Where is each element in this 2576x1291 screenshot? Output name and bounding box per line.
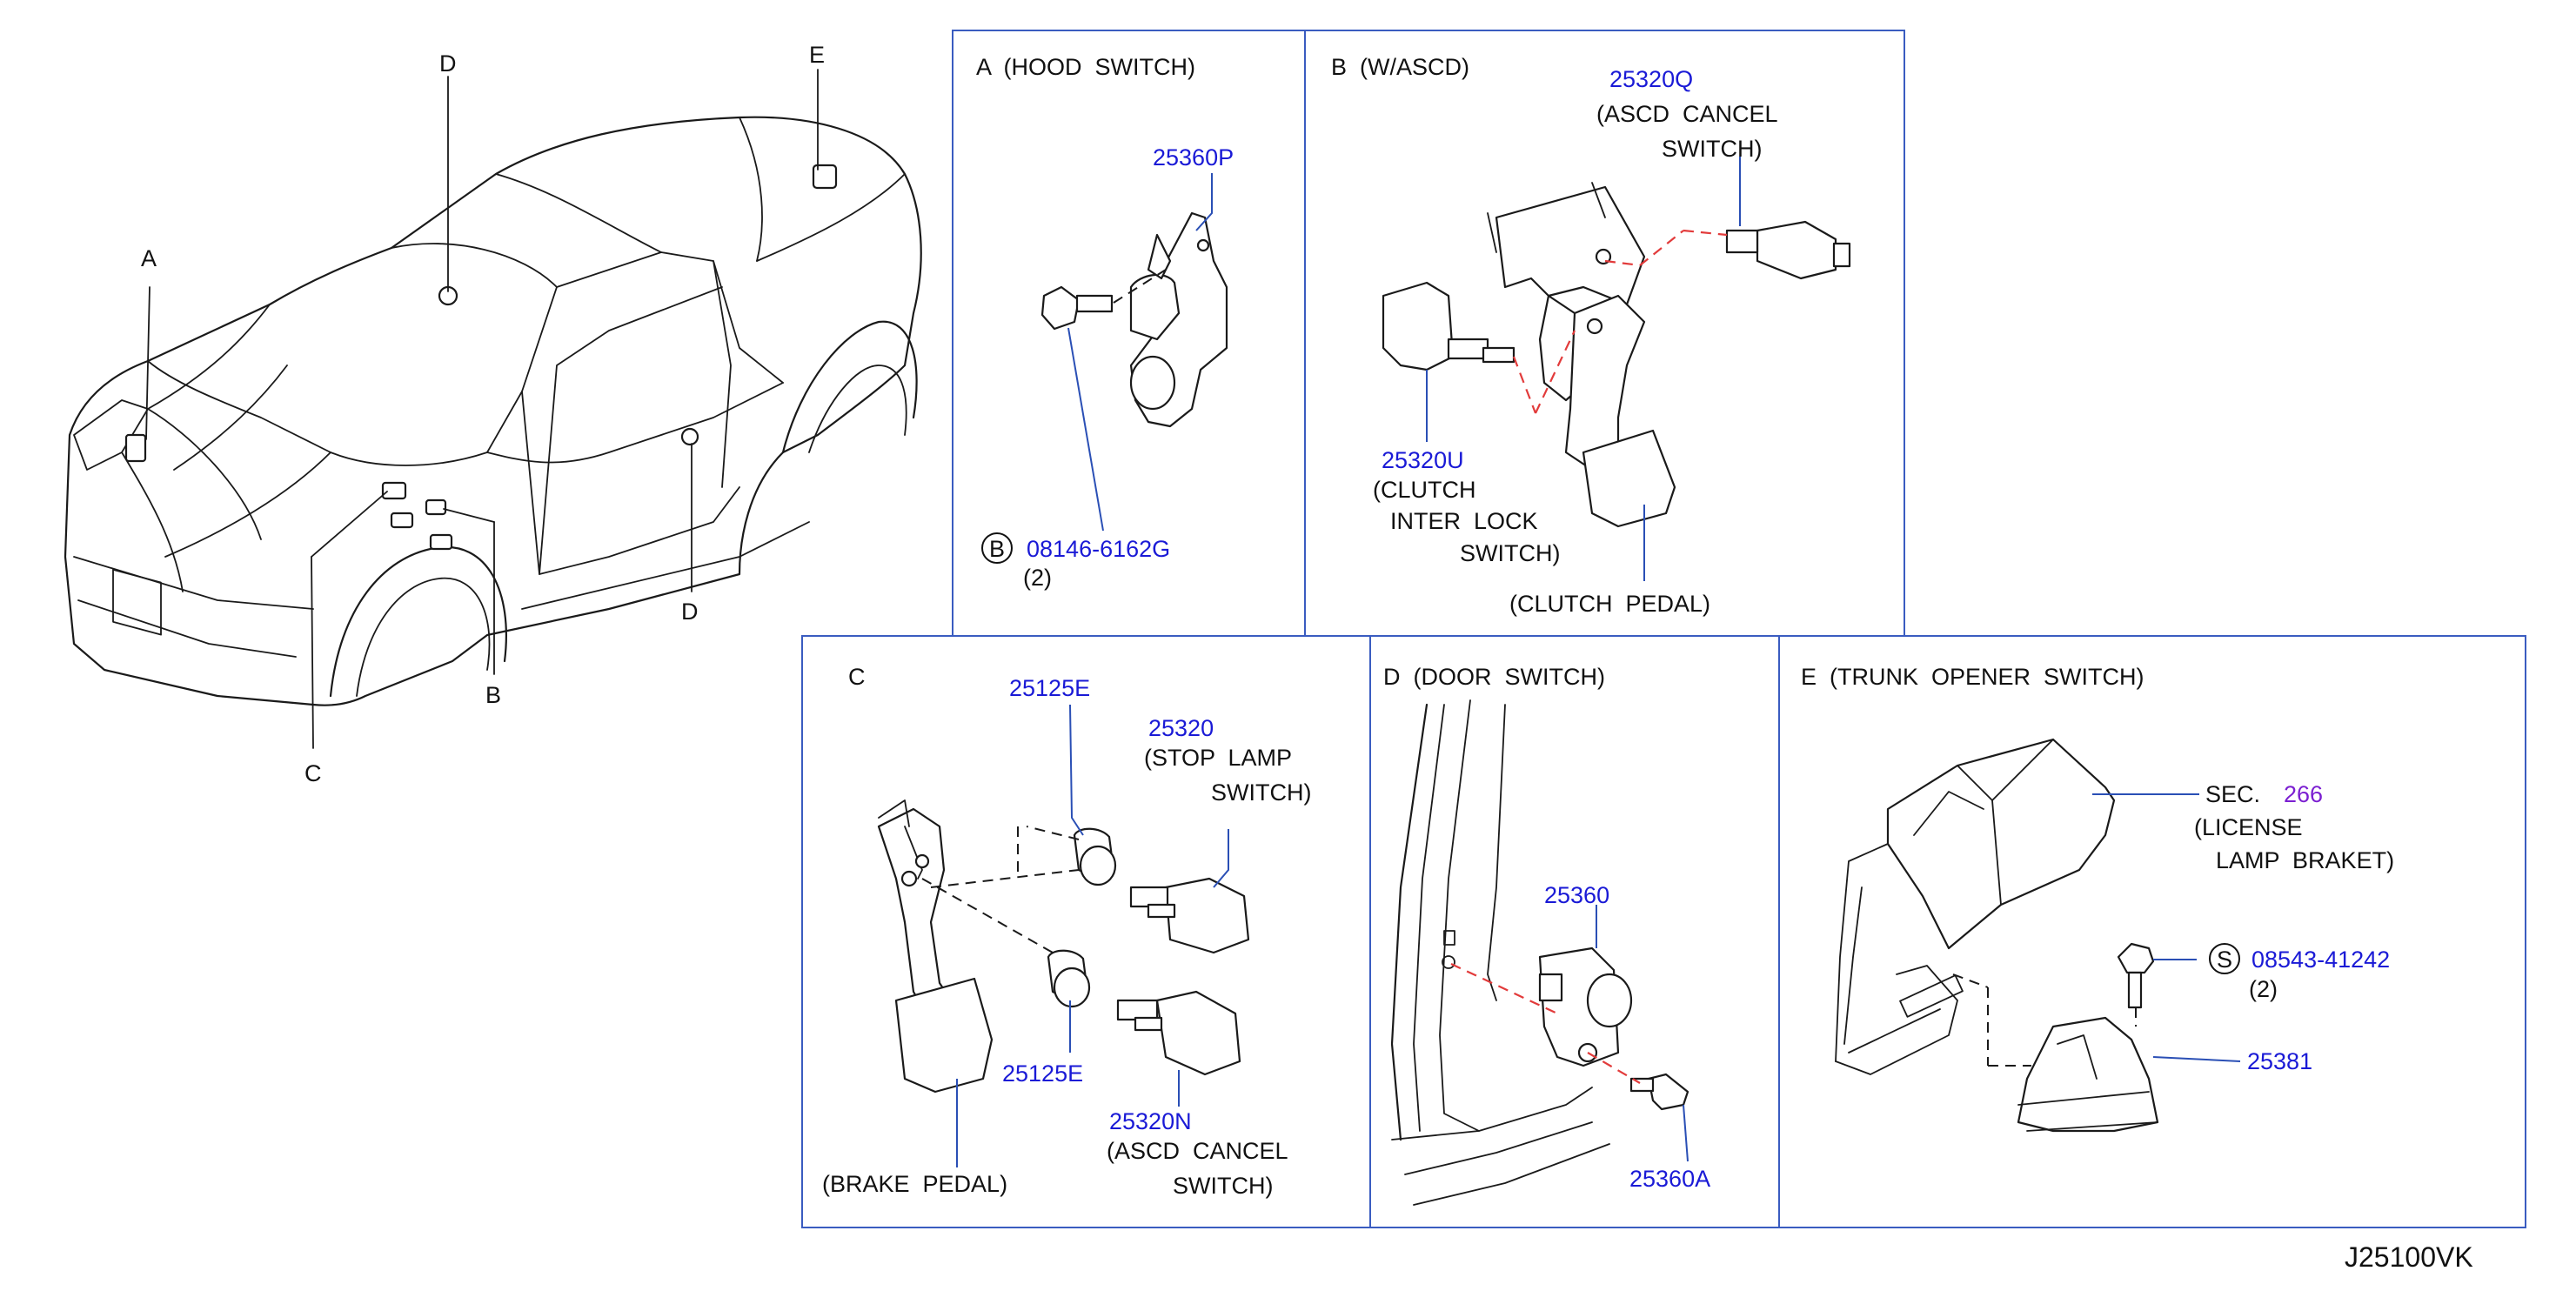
panel-e-screw-part: 08543-41242 xyxy=(2251,947,2390,973)
panel-b-clutch-desc-3: SWITCH) xyxy=(1460,540,1560,566)
panel-b-clutch-desc-1: (CLUTCH xyxy=(1373,477,1476,503)
callout-e-label: E xyxy=(809,42,825,68)
panel-a-bolt-part: 08146-6162G xyxy=(1027,536,1170,562)
panel-e-screw-symbol: S xyxy=(2217,947,2232,973)
panel-c-title: C xyxy=(848,664,866,690)
panel-c-stop-desc-1: (STOP LAMP xyxy=(1144,745,1292,771)
panel-e-screw-qty: (2) xyxy=(2249,976,2278,1002)
panel-b-cancel-desc-1: (ASCD CANCEL xyxy=(1596,101,1778,127)
panel-b-pedal-label: (CLUTCH PEDAL) xyxy=(1509,591,1710,617)
panel-a-title: A (HOOD SWITCH) xyxy=(976,54,1195,80)
panel-c-ascd-desc-1: (ASCD CANCEL xyxy=(1107,1138,1288,1164)
panel-a-hood-switch: A (HOOD SWITCH) 25360P B 08146-6162G (2) xyxy=(952,30,1306,637)
callout-d-bottom-label: D xyxy=(681,599,699,625)
panel-e-sec-desc-1: (LICENSE xyxy=(2194,814,2303,840)
callout-d-top-label: D xyxy=(439,50,457,77)
panel-b-w-ascd: B (W/ASCD) 25320Q (ASCD CANCEL SWITCH) 2… xyxy=(1304,30,1905,637)
panel-b-clutch-desc-2: INTER LOCK xyxy=(1390,508,1538,534)
panel-e-sec-label: SEC. xyxy=(2205,781,2260,807)
callout-c-label: C xyxy=(304,760,322,786)
panel-a-bolt-qty: (2) xyxy=(1023,565,1052,591)
panel-c-brake: C 25125E 25320 (STOP LAMP xyxy=(801,635,1371,1228)
panel-e-trunk-opener-switch: E (TRUNK OPENER SWITCH) SEC. 266 (LICENS… xyxy=(1778,635,2526,1228)
callout-a-label: A xyxy=(141,245,157,271)
panel-c-clip-top-part: 25125E xyxy=(1009,675,1090,701)
panel-e-frame xyxy=(1778,635,2526,1228)
panel-e-title: E (TRUNK OPENER SWITCH) xyxy=(1801,664,2144,690)
panel-c-clip-bottom-part: 25125E xyxy=(1002,1060,1083,1087)
panel-e-screw-symbol-circle xyxy=(2209,943,2240,974)
panel-b-clutch-part: 25320U xyxy=(1382,447,1464,473)
callout-b-label: B xyxy=(485,682,501,708)
panel-b-title: B (W/ASCD) xyxy=(1331,54,1469,80)
panel-c-ascd-desc-2: SWITCH) xyxy=(1173,1173,1273,1199)
panel-c-pedal-label: (BRAKE PEDAL) xyxy=(822,1171,1007,1197)
panel-e-switch-part: 25381 xyxy=(2247,1048,2312,1074)
panel-e-sec-num: 266 xyxy=(2284,781,2323,807)
panel-c-stop-desc-2: SWITCH) xyxy=(1211,779,1311,806)
panel-a-switch-part: 25360P xyxy=(1153,144,1234,171)
panel-a-bolt-symbol: B xyxy=(989,536,1005,562)
panel-d-switch-part: 25360 xyxy=(1544,882,1609,908)
panel-e-sec-desc-2: LAMP BRAKET) xyxy=(2216,847,2394,873)
panel-c-stop-part: 25320 xyxy=(1148,715,1214,741)
panel-d-door-switch: D (DOOR SWITCH) 25360 25360A xyxy=(1369,635,1780,1228)
panel-d-frame xyxy=(1369,635,1780,1228)
car-overview: A D E D C B xyxy=(64,42,922,786)
drawing-code: J25100VK xyxy=(2345,1241,2473,1273)
panel-d-title: D (DOOR SWITCH) xyxy=(1383,664,1605,690)
panel-b-cancel-part: 25320Q xyxy=(1609,66,1693,92)
panel-d-screw-part: 25360A xyxy=(1629,1166,1710,1192)
panel-c-ascd-part: 25320N xyxy=(1109,1108,1192,1134)
panel-a-bolt-symbol-circle xyxy=(981,532,1013,564)
panel-b-cancel-desc-2: SWITCH) xyxy=(1662,136,1762,162)
